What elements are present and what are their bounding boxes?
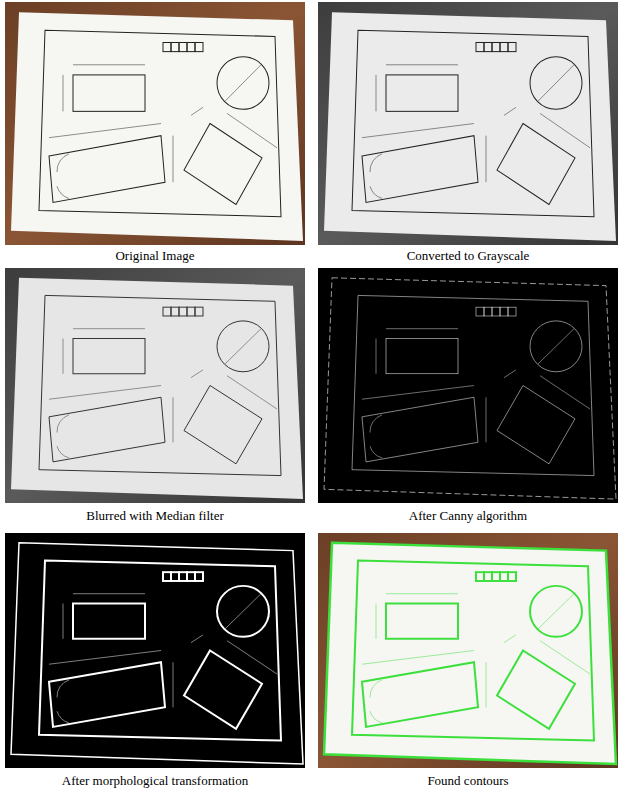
original-photo [5,2,305,245]
morphology-result [5,533,305,768]
panel-caption: After morphological transformation [62,773,248,789]
panel-caption: Blurred with Median filter [86,508,224,524]
grayscale-photo [318,2,618,245]
panel-caption: Original Image [115,248,194,264]
panel-caption: After Canny algorithm [409,508,527,524]
canny-edges [318,268,618,503]
panel-caption: Found contours [427,773,508,789]
blurred-photo [5,268,305,503]
contours-photo [318,533,618,768]
panel-caption: Converted to Grayscale [407,248,530,264]
